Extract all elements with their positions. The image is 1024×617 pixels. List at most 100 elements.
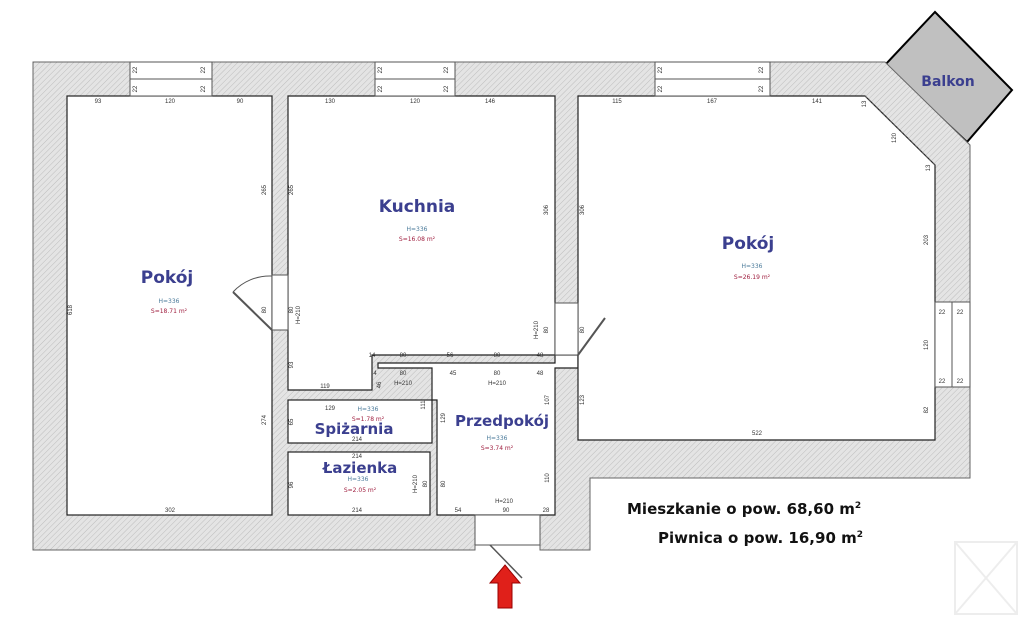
svg-text:H=210: H=210 [413, 474, 419, 493]
dimension-label: 56 [447, 353, 454, 359]
dimension-label: 119 [320, 384, 330, 390]
dimension-label: 120 [165, 99, 176, 105]
dimension-label: 115 [612, 99, 622, 105]
dimension-label: 167 [707, 99, 718, 105]
dimension-label: 130 [325, 99, 336, 105]
dimension-label: 22 [658, 66, 664, 73]
dimension-label: 203 [924, 234, 930, 245]
dimension-label: 48 [537, 353, 544, 359]
dimension-label: 120 [924, 339, 930, 350]
dimension-label: 80 [441, 480, 447, 487]
svg-text:S=18.71 m²: S=18.71 m² [151, 308, 188, 315]
svg-text:H=210: H=210 [488, 381, 507, 387]
room-kuchnia-label: Kuchnia H=336 S=16.08 m² [379, 197, 456, 243]
svg-text:S=1.78 m²: S=1.78 m² [352, 416, 385, 423]
dimension-label: 22 [939, 379, 946, 385]
door-height-tags: H=210 H=210 H=210 H=210 H=210 H=210 [296, 305, 540, 505]
dimension-label: 22 [759, 85, 765, 92]
dimension-label: 80 [580, 326, 586, 333]
dimension-label: 80 [494, 371, 501, 377]
room-lazienka-label: Łazienka H=336 S=2.05 m² [322, 459, 398, 494]
dimension-label: 22 [759, 66, 765, 73]
room-spizarnia [287, 399, 433, 444]
room-label-balkon: Balkon [921, 74, 974, 90]
dimension-label: 129 [441, 412, 447, 423]
svg-text:Pokój: Pokój [722, 234, 775, 254]
svg-text:H=336: H=336 [742, 263, 763, 270]
svg-text:Pokój: Pokój [141, 268, 194, 288]
dimension-label: 22 [133, 85, 139, 92]
logo-watermark [954, 541, 1018, 615]
dimension-label: 120 [892, 132, 898, 143]
room-kuchnia [287, 95, 556, 391]
svg-text:S=16.08 m²: S=16.08 m² [399, 236, 436, 243]
room-pokoj-left-label: Pokój H=336 S=18.71 m² [141, 268, 194, 315]
dimension-label: 82 [924, 406, 930, 413]
dimension-label: 80 [400, 353, 407, 359]
svg-text:H=210: H=210 [296, 305, 302, 324]
svg-text:Spiżarnia: Spiżarnia [315, 420, 394, 438]
dimension-label: 80 [544, 326, 550, 333]
svg-text:S=2.05 m²: S=2.05 m² [344, 487, 377, 494]
dimension-label: 265 [262, 184, 268, 195]
dimension-label: 214 [352, 437, 363, 443]
dimension-label: 96 [289, 481, 295, 488]
dimension-label: 274 [262, 414, 268, 425]
dimension-label: 22 [957, 310, 964, 316]
room-pokoj-left [66, 95, 273, 516]
dimension-label: 522 [752, 431, 763, 437]
dimension-label: 129 [325, 406, 336, 412]
dimension-label: 22 [444, 85, 450, 92]
dimension-label: 14 [369, 353, 376, 359]
dimension-label: 45 [450, 371, 457, 377]
dimension-label: 80 [289, 306, 295, 313]
svg-text:H=336: H=336 [487, 435, 508, 442]
dimension-label: 54 [455, 508, 462, 514]
dimension-label: 65 [289, 418, 295, 425]
dimension-label: 22 [939, 310, 946, 316]
dimension-label: 93 [95, 99, 102, 105]
dimension-label: 265 [289, 184, 295, 195]
dimension-label: 22 [133, 66, 139, 73]
dimension-label: 22 [957, 379, 964, 385]
dimension-label: 46 [377, 381, 383, 388]
svg-text:Przedpokój: Przedpokój [455, 412, 549, 430]
dimension-label: 4 [373, 371, 377, 377]
dimension-label: 80 [494, 353, 501, 359]
room-lazienka [287, 451, 431, 516]
svg-text:H=336: H=336 [358, 406, 379, 413]
dimension-label: 214 [352, 454, 363, 460]
svg-text:S=26.19 m²: S=26.19 m² [734, 274, 771, 281]
svg-text:H=336: H=336 [407, 226, 428, 233]
dimension-label: 90 [503, 508, 510, 514]
dimension-label: 13 [926, 164, 932, 171]
svg-text:H=210: H=210 [534, 320, 540, 339]
dimension-label: 22 [201, 85, 207, 92]
dimension-label: 110 [545, 473, 551, 483]
dimension-label: 28 [543, 508, 550, 514]
dimension-label: 146 [485, 99, 496, 105]
dimension-label: 306 [580, 204, 586, 215]
windows [129, 61, 971, 388]
svg-text:Kuchnia: Kuchnia [379, 197, 456, 217]
dimension-label: 90 [237, 99, 244, 105]
room-pokoj-right-label: Pokój H=336 S=26.19 m² [722, 234, 775, 281]
dimension-label: 80 [423, 480, 429, 487]
doors [232, 95, 936, 579]
dimension-label: 302 [165, 508, 176, 514]
svg-text:H=336: H=336 [159, 298, 180, 305]
dimension-label: 120 [410, 99, 421, 105]
svg-text:S=3.74 m²: S=3.74 m² [481, 445, 514, 452]
cellar-area: Piwnica o pow. 16,90 m [658, 529, 857, 547]
dimension-label: 111 [421, 400, 427, 410]
dimension-label: 13 [862, 100, 868, 107]
svg-text:H=210: H=210 [495, 499, 514, 505]
svg-text:Mieszkanie o pow. 68,60 m2: Mieszkanie o pow. 68,60 m2 [627, 500, 861, 518]
dimension-label: 93 [289, 361, 295, 368]
red-arrow-up-icon [488, 564, 522, 609]
svg-text:Piwnica o pow. 16,90 m2: Piwnica o pow. 16,90 m2 [658, 529, 863, 547]
dimension-label: 123 [580, 394, 586, 405]
svg-text:Łazienka: Łazienka [322, 459, 398, 477]
